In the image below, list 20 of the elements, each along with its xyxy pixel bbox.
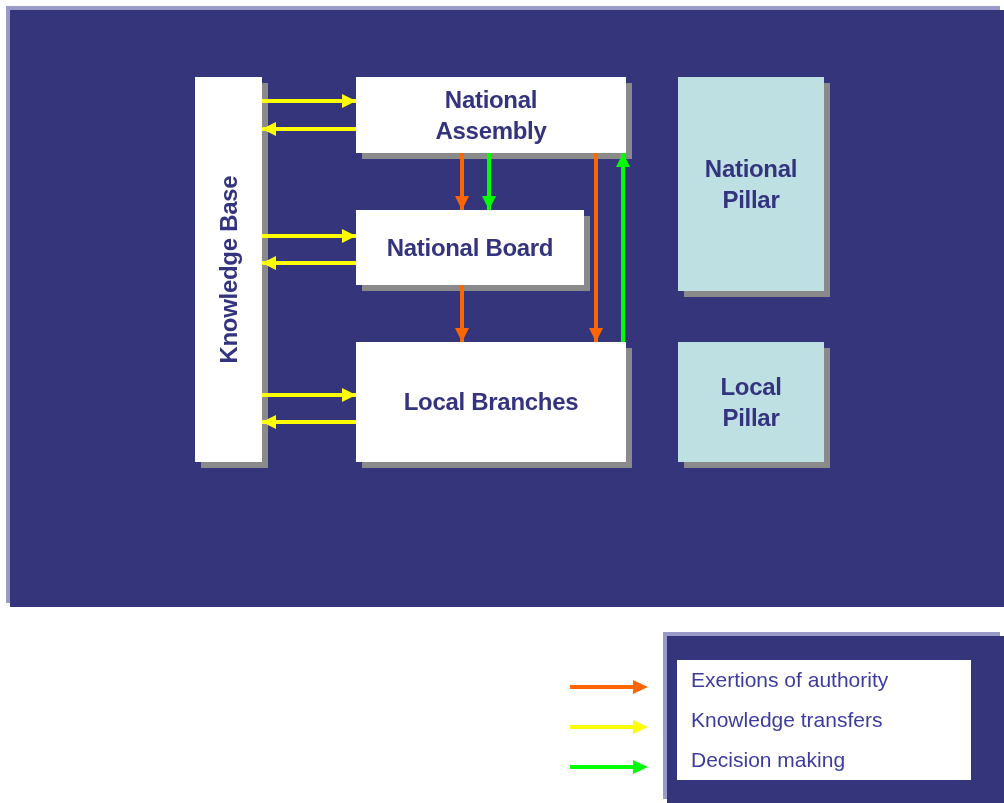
arrow xyxy=(455,153,469,210)
arrow xyxy=(262,94,356,108)
arrow xyxy=(616,153,630,342)
node-label: National Board xyxy=(385,232,555,263)
arrow xyxy=(262,388,356,402)
arrow xyxy=(262,415,356,429)
arrow xyxy=(482,153,496,210)
node-label: National Assembly xyxy=(434,84,548,146)
node-label: National Pillar xyxy=(703,153,799,215)
node-label: Knowledge Base xyxy=(213,175,243,364)
arrow xyxy=(262,229,356,243)
legend-label: Exertions of authority xyxy=(691,668,889,692)
arrow xyxy=(589,153,603,342)
legend-label: Knowledge transfers xyxy=(691,708,883,732)
node-label: Local Pillar xyxy=(719,371,783,433)
arrow xyxy=(262,256,356,270)
node-label: Local Branches xyxy=(402,387,580,418)
legend-label: Decision making xyxy=(691,748,846,772)
arrow xyxy=(262,122,356,136)
arrow xyxy=(455,285,469,342)
